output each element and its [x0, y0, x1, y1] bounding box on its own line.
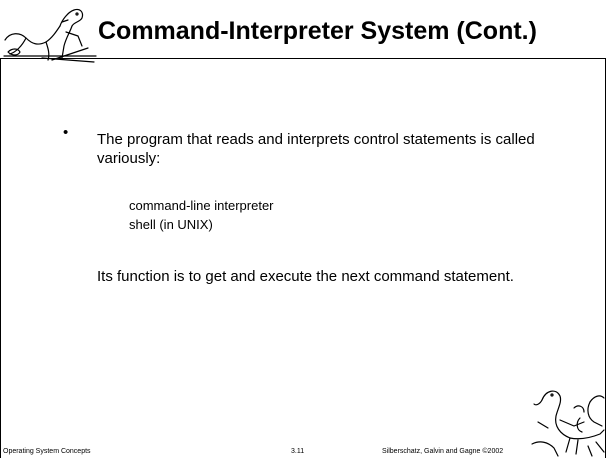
footer-course-title: Operating System Concepts [3, 448, 91, 455]
frame-top-line [0, 58, 606, 59]
footer-slide-number: 3.11 [291, 448, 305, 455]
sub-item-command-line-interpreter: command-line interpreter [129, 198, 274, 213]
bullet-marker: • [63, 124, 69, 141]
dinosaur-group-icon [531, 390, 605, 457]
paragraph-1: The program that reads and interprets co… [97, 131, 535, 167]
frame-left-line [0, 58, 1, 458]
slide-title: Command-Interpreter System (Cont.) [98, 17, 537, 45]
footer-authors: Silberschatz, Galvin and Gagne ©2002 [382, 448, 504, 455]
paragraph-2: Its function is to get and execute the n… [97, 268, 514, 285]
dinosaur-logo-icon [3, 8, 97, 63]
sub-item-shell: shell (in UNIX) [129, 217, 213, 232]
